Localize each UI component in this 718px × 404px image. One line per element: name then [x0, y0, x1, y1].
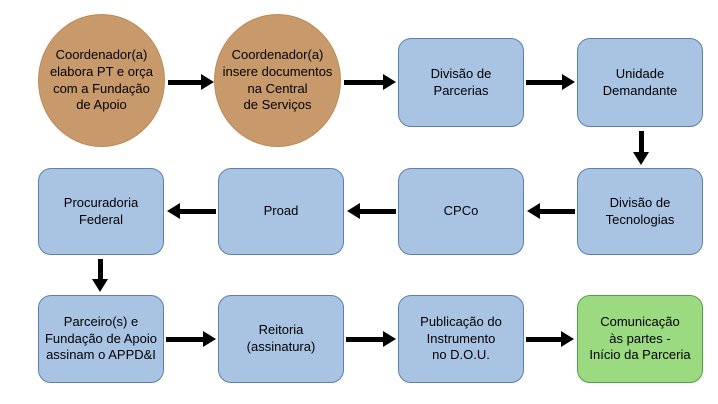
arrow-right-icon [526, 331, 574, 347]
arrow-head [383, 74, 396, 90]
arrow-right-icon [346, 331, 396, 347]
arrow-right-icon [168, 74, 214, 90]
arrow-shaft [346, 336, 383, 342]
node-coordenador-insere: Coordenador(a) insere documentos na Cent… [214, 14, 341, 147]
node-label: Reitoria (assinatura) [246, 322, 316, 354]
arrow-shaft [638, 131, 644, 152]
arrow-head [92, 279, 108, 292]
node-label: Proad [263, 203, 299, 219]
arrow-head [561, 331, 574, 347]
arrow-down-icon [633, 131, 649, 165]
node-coordenador-elabora: Coordenador(a) elabora PT e orça com a F… [38, 14, 165, 147]
node-label: Comunicação às partes - Início da Parcer… [589, 314, 691, 363]
arrow-shaft [344, 79, 383, 85]
arrow-shaft [97, 259, 103, 279]
arrow-shaft [526, 79, 562, 85]
arrow-shaft [166, 336, 203, 342]
arrow-left-icon [167, 203, 216, 219]
node-label: Procuradoria Federal [63, 194, 139, 227]
node-comunicacao-partes: Comunicação às partes - Início da Parcer… [577, 295, 703, 383]
node-label: Divisão de Tecnologias [605, 194, 675, 227]
node-cpco: CPCo [398, 168, 524, 255]
arrow-head [633, 152, 649, 165]
node-label: Publicação do Instrumento no D.O.U. [420, 314, 502, 363]
arrow-right-icon [166, 331, 216, 347]
node-label: Unidade Demandante [602, 65, 678, 98]
node-label: CPCo [443, 203, 479, 219]
arrow-head [562, 74, 575, 90]
node-label: Parceiro(s) e Fundação de Apoio assinam … [44, 314, 158, 363]
node-publicacao-dou: Publicação do Instrumento no D.O.U. [398, 295, 524, 383]
arrow-head [203, 331, 216, 347]
node-procuradoria-federal: Procuradoria Federal [38, 168, 164, 255]
arrow-head [167, 203, 180, 219]
node-label: Divisão de Parcerias [430, 65, 492, 98]
arrow-left-icon [347, 203, 396, 219]
node-divisao-tecnologias: Divisão de Tecnologias [577, 168, 703, 255]
arrow-shaft [540, 208, 575, 214]
arrow-right-icon [526, 74, 575, 90]
node-label: Coordenador(a) elabora PT e orça com a F… [49, 47, 154, 113]
arrow-shaft [168, 79, 201, 85]
arrow-head [383, 331, 396, 347]
node-label: Coordenador(a) insere documentos na Cent… [222, 47, 333, 113]
arrow-right-icon [344, 74, 396, 90]
arrow-head [201, 74, 214, 90]
node-divisao-parcerias: Divisão de Parcerias [398, 38, 524, 127]
node-parceiros-assinam: Parceiro(s) e Fundação de Apoio assinam … [38, 295, 164, 383]
arrow-left-icon [527, 203, 575, 219]
arrow-shaft [526, 336, 561, 342]
arrow-head [527, 203, 540, 219]
node-unidade-demandante: Unidade Demandante [577, 38, 703, 127]
node-reitoria: Reitoria (assinatura) [218, 295, 344, 383]
arrow-shaft [360, 208, 396, 214]
arrow-down-icon [92, 259, 108, 292]
arrow-shaft [180, 208, 216, 214]
node-proad: Proad [218, 168, 344, 255]
arrow-head [347, 203, 360, 219]
